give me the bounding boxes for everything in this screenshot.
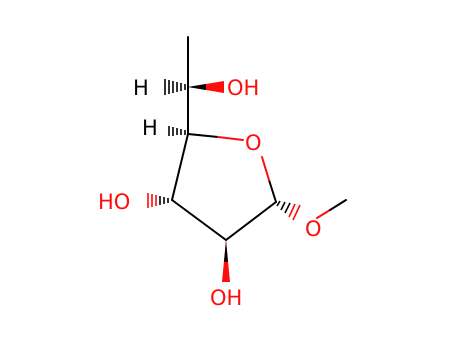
label-o-methoxy: O <box>305 217 322 241</box>
side-chain-bonds <box>187 36 347 219</box>
label-oh-top: OH <box>227 76 259 100</box>
wedge-c2-oh-base <box>224 240 228 262</box>
hash-c5-h <box>164 79 186 95</box>
label-h-c4: H <box>142 116 158 140</box>
bond-c3-c2 <box>171 199 227 241</box>
bond-c4-o-black <box>187 133 219 138</box>
bond-c4-o-red <box>217 136 244 141</box>
hash-c4-h <box>168 126 186 136</box>
label-h-top: H <box>133 76 149 100</box>
bond-o-methyl-red <box>316 209 331 219</box>
ring-bonds <box>171 133 277 241</box>
label-oh-bottom: OH <box>210 286 242 310</box>
bond-c2-c1 <box>225 201 277 241</box>
bond-c4-c3 <box>171 133 189 201</box>
bond-c1-o-black <box>268 179 277 203</box>
wedge-c5-oh-base <box>188 84 206 90</box>
hash-c3-oh <box>147 193 169 208</box>
bond-o-methyl-black <box>329 199 347 211</box>
atom-labels: H OH H O HO O OH <box>98 76 322 310</box>
hash-c1-ome <box>276 200 301 221</box>
label-ho-left: HO <box>98 190 130 214</box>
label-o-ring: O <box>245 131 262 155</box>
wedge-bonds <box>188 81 230 282</box>
bond-c1-o-red <box>261 156 270 181</box>
hash-bonds <box>147 79 301 221</box>
